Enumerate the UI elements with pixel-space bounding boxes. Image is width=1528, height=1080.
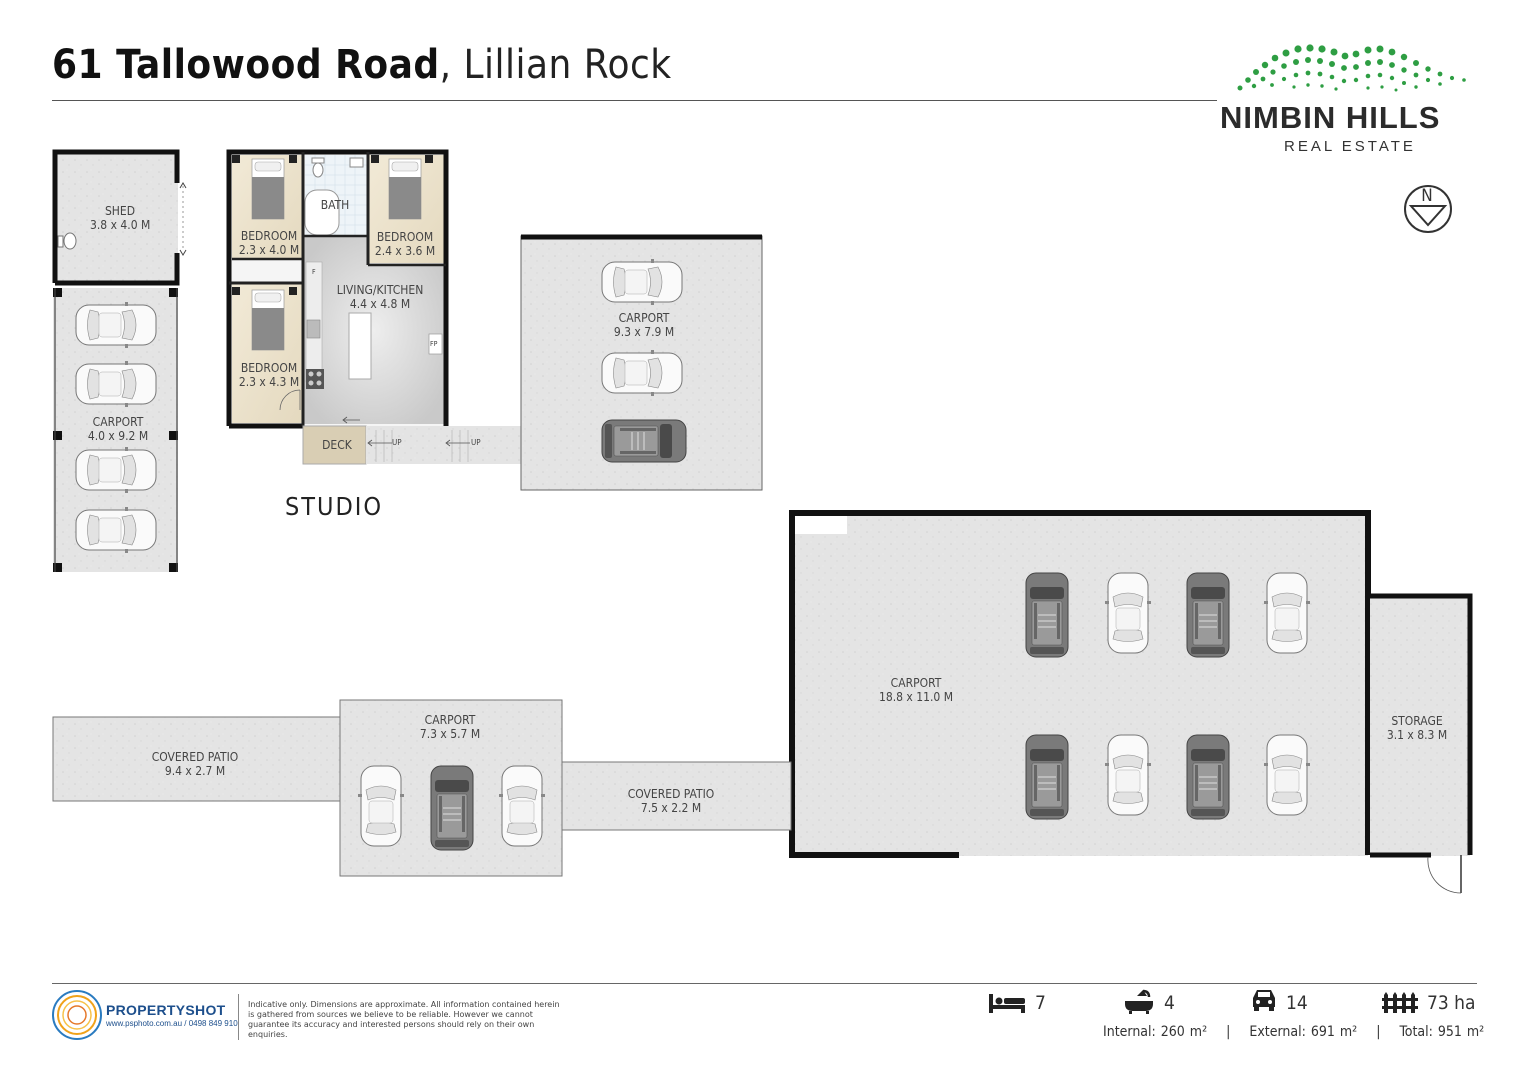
- patio-right-floor: [561, 761, 792, 831]
- propertyshot-logo-icon: [52, 990, 102, 1040]
- footer-disclaimer: Indicative only. Dimensions are approxim…: [248, 1000, 560, 1039]
- compass-label: N: [1421, 186, 1433, 206]
- brand-tagline: REAL ESTATE: [1284, 138, 1416, 155]
- footer-company-name: PROPERTYSHOT: [106, 1002, 226, 1018]
- deck-floor: [302, 425, 367, 465]
- footer-separator: [238, 994, 239, 1040]
- storage-floor: [1370, 596, 1470, 856]
- north-compass-icon: [1404, 185, 1452, 233]
- stat-beds: 7: [1035, 992, 1046, 1014]
- fridge-label: F: [312, 268, 316, 276]
- address-street: 61 Tallowood Road: [52, 42, 440, 88]
- footer-divider: [52, 983, 1477, 984]
- brand-name: NIMBIN HILLS: [1220, 100, 1441, 135]
- area-separator: |: [1226, 1024, 1231, 1040]
- section-label-studio: STUDIO: [285, 492, 384, 521]
- area-internal: Internal: 260 m²: [1103, 1024, 1208, 1040]
- address-suburb: , Lillian Rock: [439, 42, 672, 88]
- page-title: 61 Tallowood Road, Lillian Rock: [52, 42, 672, 88]
- stair-up-label: UP: [392, 438, 402, 447]
- header-divider: [52, 100, 1217, 101]
- stat-land: 73 ha: [1427, 992, 1476, 1014]
- stat-cars: 14: [1286, 992, 1308, 1014]
- stat-baths: 4: [1164, 992, 1175, 1014]
- fireplace-label: FP: [430, 340, 438, 348]
- room-label-deck: DECK: [322, 438, 352, 452]
- mountain-dots-logo-icon: [1237, 44, 1466, 92]
- fence-icon: [1382, 992, 1418, 1013]
- car-icon: [1253, 990, 1275, 1011]
- patio-left-floor: [52, 716, 341, 802]
- living-kitchen-floor: [303, 237, 444, 424]
- bath-icon: [1125, 989, 1153, 1014]
- area-total: Total: 951 m²: [1399, 1024, 1485, 1040]
- bed-icon: [989, 994, 1025, 1013]
- shed-floor: [53, 152, 178, 283]
- footer-company-contact: www.psphoto.com.au / 0498 849 910: [106, 1019, 238, 1028]
- area-summary: Internal: 260 m² | External: 691 m² | To…: [1103, 1024, 1498, 1040]
- stair-up-label: UP: [471, 438, 481, 447]
- room-label-bath: BATH: [320, 198, 350, 212]
- floor-plan: [52, 149, 1473, 894]
- area-external: External: 691 m²: [1249, 1024, 1358, 1040]
- area-separator: |: [1376, 1024, 1381, 1040]
